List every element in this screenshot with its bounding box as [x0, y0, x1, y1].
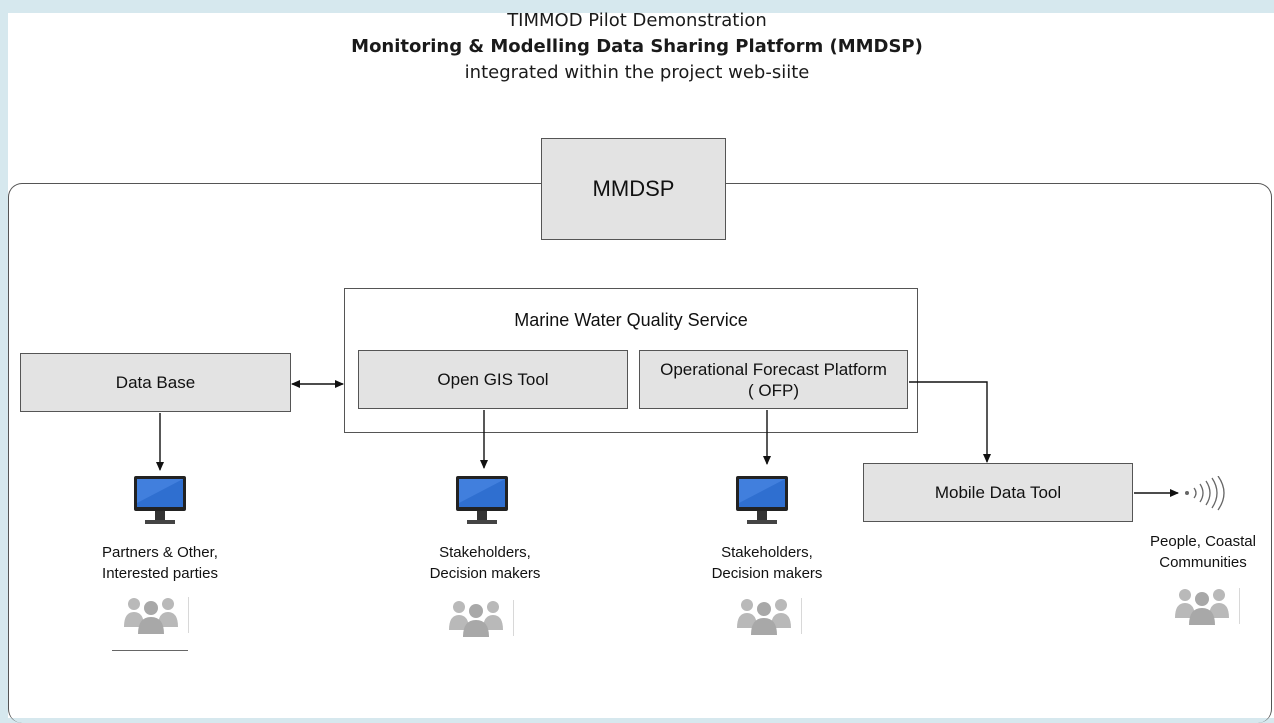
people-group-icon: [1175, 589, 1229, 625]
ofp-label-line2: ( OFP): [748, 380, 799, 400]
ofp-box: Operational Forecast Platform ( OFP): [639, 350, 908, 409]
divider: [188, 597, 189, 633]
partners-label: Partners & Other, Interested parties: [70, 542, 250, 584]
open-gis-tool-label: Open GIS Tool: [437, 369, 549, 389]
people-label: People, Coastal Communities: [1128, 531, 1274, 573]
ofp-label-line1: Operational Forecast Platform: [660, 359, 887, 379]
stakeholders-ofp-line1: Stakeholders,: [721, 544, 813, 561]
mobile-data-tool-box: Mobile Data Tool: [863, 463, 1133, 522]
wireless-signal-icon: [1185, 476, 1225, 511]
stakeholders-ofp-label: Stakeholders, Decision makers: [677, 542, 857, 584]
people-group-icon: [449, 601, 503, 637]
database-label: Data Base: [115, 372, 196, 392]
mobile-data-tool-label: Mobile Data Tool: [934, 482, 1062, 502]
monitor-icon: [736, 476, 788, 524]
monitor-icon: [456, 476, 508, 524]
stakeholders-gis-line2: Decision makers: [429, 565, 541, 582]
divider: [513, 600, 514, 636]
header-caption: integrated within the project web-siite: [464, 62, 810, 83]
people-label-line1: People, Coastal: [1150, 533, 1256, 550]
mwqs-label: Marine Water Quality Service: [514, 310, 748, 330]
header-title: TIMMOD Pilot Demonstration: [507, 10, 767, 31]
underline-divider: [112, 650, 188, 651]
partners-label-line2: Interested parties: [102, 565, 218, 582]
partners-label-line1: Partners & Other,: [102, 544, 218, 561]
mmdsp-label: MMDSP: [592, 176, 675, 201]
stakeholders-ofp-line2: Decision makers: [711, 565, 823, 582]
arrow-ofp-mobile: [909, 381, 991, 463]
stakeholders-gis-line1: Stakeholders,: [439, 544, 531, 561]
header-subtitle: Monitoring & Modelling Data Sharing Plat…: [351, 36, 923, 57]
database-box: Data Base: [20, 353, 291, 412]
divider: [1239, 588, 1240, 624]
people-label-line2: Communities: [1159, 554, 1247, 571]
divider: [801, 598, 802, 634]
monitor-icon: [134, 476, 186, 524]
people-group-icon: [737, 599, 791, 635]
open-gis-tool-box: Open GIS Tool: [358, 350, 628, 409]
mmdsp-box: MMDSP: [541, 138, 726, 240]
stakeholders-gis-label: Stakeholders, Decision makers: [395, 542, 575, 584]
people-group-icon: [124, 598, 178, 634]
